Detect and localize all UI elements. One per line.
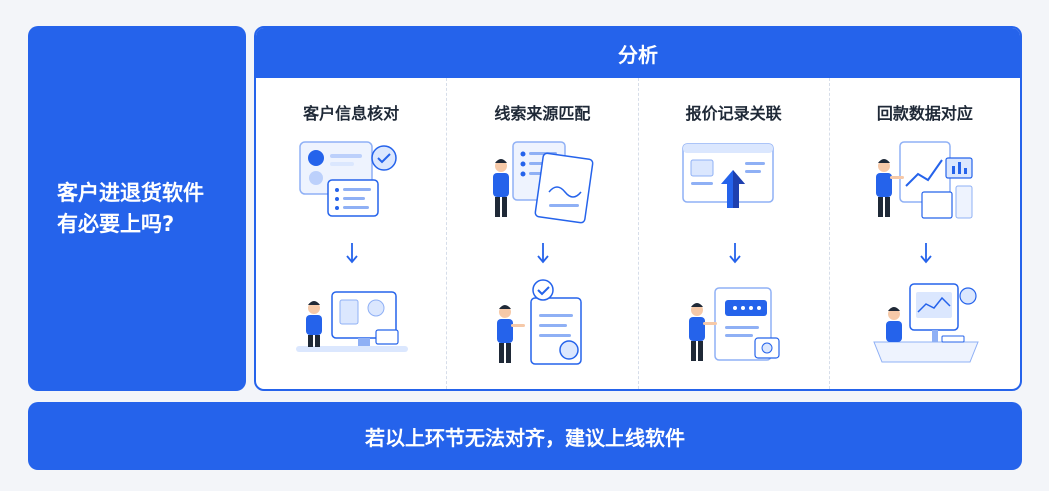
question-panel: 客户进退货软件 有必要上吗? [28,26,246,391]
person-at-monitor-icon [296,291,408,352]
column-title: 线索来源匹配 [494,104,591,123]
profile-cards-icon [299,141,397,217]
question-title-line1: 客户进退货软件 [57,180,204,205]
down-arrow-icon [920,243,932,264]
browser-with-upload-arrow-icon [681,143,774,208]
analysis-column-quote-record: 报价记录关联 [637,78,829,389]
down-arrow-icon [537,243,549,264]
question-title: 客户进退货软件 有必要上吗? [57,178,217,240]
analysis-columns: 客户信息核对 [256,78,1020,389]
person-at-desk-with-chart-icon [873,283,979,363]
analysis-column-customer-info: 客户信息核对 [256,78,446,389]
recommendation-banner: 若以上环节无法对齐，建议上线软件 [28,402,1022,470]
analysis-header: 分析 [256,28,1020,78]
person-presenting-chart-icon [875,141,973,219]
person-with-chat-bubble-icon [688,287,780,361]
column-title: 客户信息核对 [303,104,400,123]
down-arrow-icon [346,243,358,264]
question-title-line2: 有必要上吗? [57,211,175,236]
column-title: 报价记录关联 [685,104,782,123]
person-with-checked-document-icon [497,279,582,365]
down-arrow-icon [728,243,741,264]
person-with-documents-icon [493,141,594,224]
column-title: 回款数据对应 [876,104,973,123]
analysis-panel: 分析 客户信息核对 [254,26,1022,391]
analysis-column-payment-data: 回款数据对应 [828,78,1020,389]
analysis-column-lead-source: 线索来源匹配 [446,78,637,389]
